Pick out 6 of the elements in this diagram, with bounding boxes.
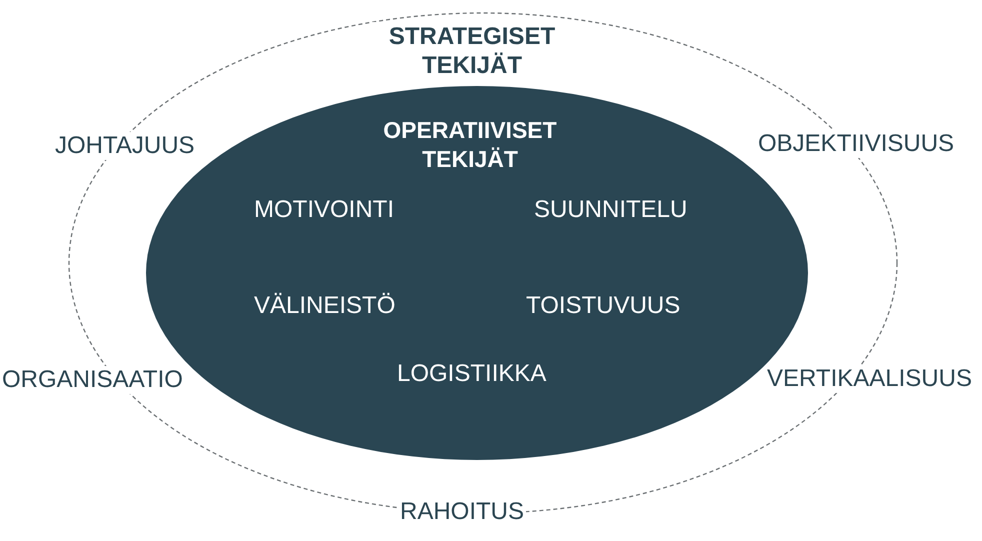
factor-label: TOISTUVUUS: [526, 292, 680, 320]
factor-label: VÄLINEISTÖ: [254, 292, 396, 320]
factor-label: SUUNNITELU: [534, 196, 688, 224]
factor-label: MOTIVOINTI: [254, 196, 394, 224]
group-title: OPERATIIVISET TEKIJÄT: [382, 116, 558, 174]
factor-label: LOGISTIIKKA: [397, 360, 546, 388]
